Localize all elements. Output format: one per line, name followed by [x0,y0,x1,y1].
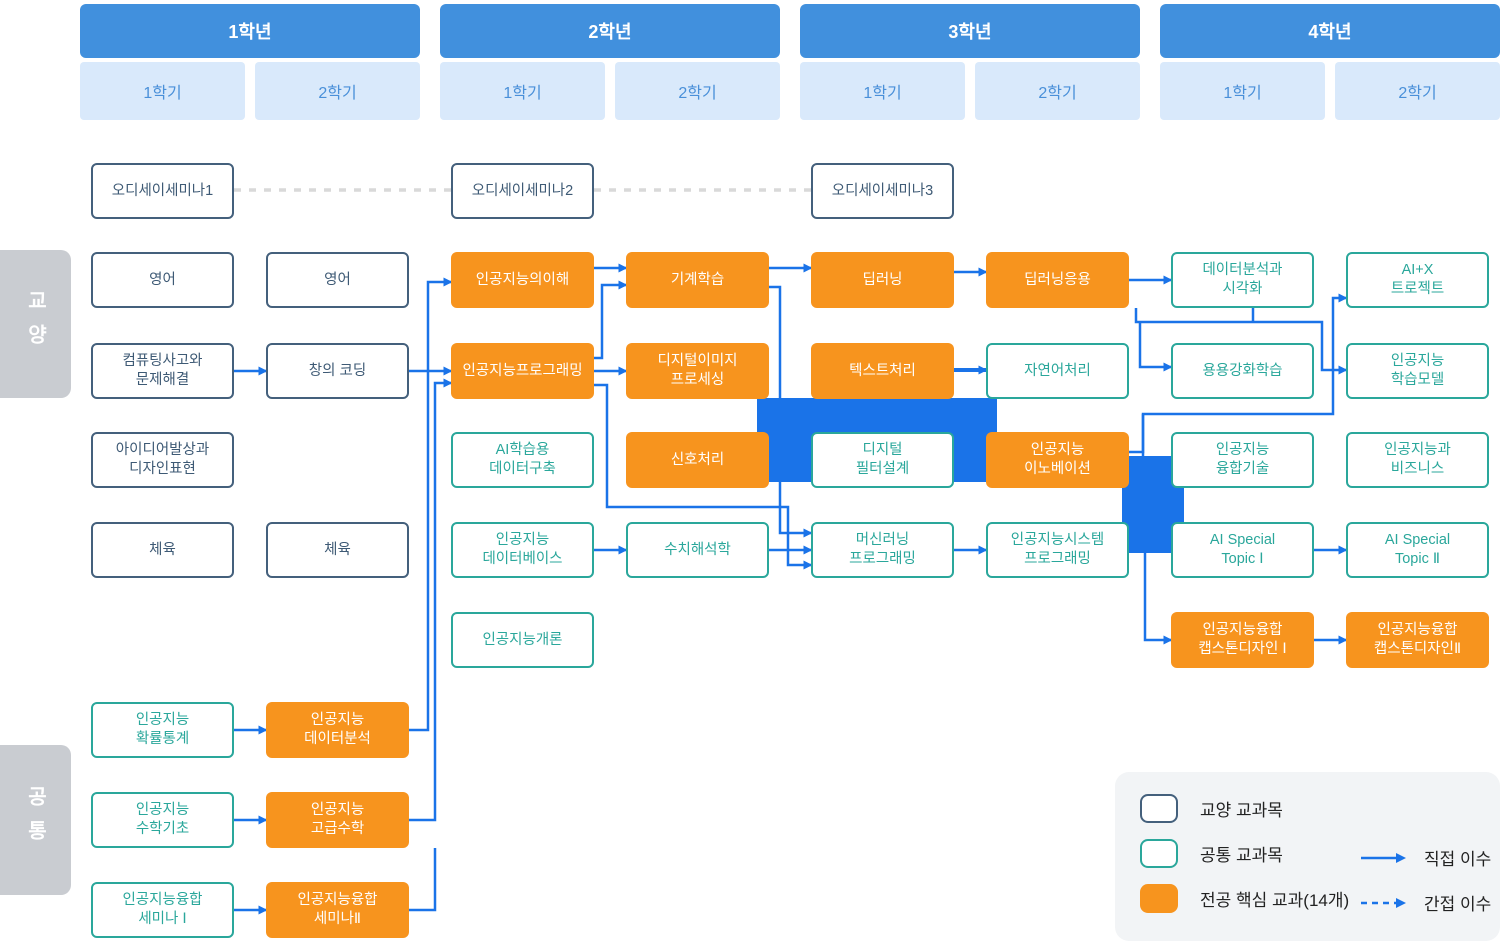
legend-item-major: 전공 핵심 교과(14개) [1140,884,1349,913]
course-signal-processing: 신호처리 [626,432,769,488]
course-text-processing: 텍스트처리 [811,343,954,399]
course-ml-programming: 머신러닝 프로그래밍 [811,522,954,578]
semester-cell: 2학기 [255,62,420,120]
edge-hub-a-to-ml-programming [778,482,813,538]
legend-item-direct: 직접 이수 [1360,845,1491,870]
course-applied-rl: 용용강화학습 [1171,343,1314,399]
legend-label-common: 공통 교과목 [1200,846,1283,865]
course-data-viz: 데이터분석과 시각화 [1171,252,1314,308]
edge-hub-b-to-capstone-1 [1143,553,1173,645]
year-title: 4학년 [1160,4,1500,58]
course-numerical-analysis: 수치해석학 [626,522,769,578]
course-ai-training-data: AI학습용 데이터구축 [451,432,594,488]
course-aix-project: AI+X 트로젝트 [1346,252,1489,308]
semester-cell: 1학기 [800,62,965,120]
semester-cell: 2학기 [1335,62,1500,120]
legend-panel: 교양 교과목 공통 교과목 전공 핵심 교과(14개) 직접 이수 간접 이수 [1115,772,1500,941]
edge-ai-programming-to-machine-learning [594,280,628,360]
direct-arrow-icon [1361,852,1406,863]
course-ai-seminar1: 인공지능융합 세미나 Ⅰ [91,882,234,938]
course-ai-adv-math: 인공지능 고급수학 [266,792,409,848]
course-pe1: 체육 [91,522,234,578]
course-machine-learning: 기계학습 [626,252,769,308]
course-intro-ai: 인공지능개론 [451,612,594,668]
course-ai-learning-model: 인공지능 학습모델 [1346,343,1489,399]
course-ai-fusion-tech: 인공지능 융합기술 [1171,432,1314,488]
semester-cell: 1학기 [1160,62,1325,120]
course-ai-business: 인공지능과 비즈니스 [1346,432,1489,488]
year-title: 1학년 [80,4,420,58]
semester-cell: 2학기 [975,62,1140,120]
legend-item-liberal: 교양 교과목 [1140,794,1283,823]
course-ai-prob-stat: 인공지능 확률통계 [91,702,234,758]
legend-item-indirect: 간접 이수 [1360,890,1491,915]
course-deep-learning: 딥러닝 [811,252,954,308]
course-deep-learning-app: 딥러닝응용 [986,252,1129,308]
legend-label-indirect: 간접 이수 [1424,895,1492,914]
course-ai-database: 인공지능 데이터베이스 [451,522,594,578]
legend-label-direct: 직접 이수 [1424,850,1492,869]
legend-label-major: 전공 핵심 교과(14개) [1200,891,1350,910]
side-label-liberal: 교양 [0,250,71,398]
course-special-topic-2: AI Special Topic Ⅱ [1346,522,1489,578]
semester-cell: 1학기 [440,62,605,120]
side-label-common-text: 공통 [24,786,46,854]
course-understanding-ai: 인공지능의이해 [451,252,594,308]
course-odyssey3: 오디세이세미나3 [811,163,954,219]
course-ai-system-programming: 인공지능시스템 프로그래밍 [986,522,1129,578]
course-capstone-1: 인공지능융합 캡스톤디자인 Ⅰ [1171,612,1314,668]
course-odyssey1: 오디세이세미나1 [91,163,234,219]
course-creative-coding: 창의 코딩 [266,343,409,399]
course-digital-image: 디지털이미지 프로세싱 [626,343,769,399]
course-capstone-2: 인공지능융합 캡스톤디자인Ⅱ [1346,612,1489,668]
common-swatch-icon [1140,839,1178,868]
year-title: 3학년 [800,4,1140,58]
indirect-arrow-icon [1361,897,1406,908]
side-label-liberal-text: 교양 [24,290,46,358]
edge-ai-seminar2-to-ai-programming [409,848,437,912]
course-ai-programming: 인공지능프로그래밍 [451,343,594,399]
legend-item-common: 공통 교과목 [1140,839,1283,868]
course-ai-innovation: 인공지능 이노베이션 [986,432,1129,488]
course-nlp: 자연어처리 [986,343,1129,399]
edge-ai-adv-math-to-ai-programming [409,378,453,822]
legend-label-liberal: 교양 교과목 [1200,801,1283,820]
edge-machine-learning-to-hub-a [769,285,782,398]
course-pe2: 체육 [266,522,409,578]
edge-ai-data-analysis-to-understanding-ai [409,277,453,732]
course-computing-thinking: 컴퓨팅사고와 문제해결 [91,343,234,399]
semester-cell: 2학기 [615,62,780,120]
liberal-swatch-icon [1140,794,1178,823]
course-english1: 영어 [91,252,234,308]
course-idea-design: 아이디어발상과 디자인표현 [91,432,234,488]
side-label-common: 공통 [0,745,71,895]
course-digital-filter: 디지털 필터설계 [811,432,954,488]
course-odyssey2: 오디세이세미나2 [451,163,594,219]
course-ai-data-analysis: 인공지능 데이터분석 [266,702,409,758]
course-ai-seminar2: 인공지능융합 세미나Ⅱ [266,882,409,938]
course-special-topic-1: AI Special Topic Ⅰ [1171,522,1314,578]
semester-cell: 1학기 [80,62,245,120]
course-english2: 영어 [266,252,409,308]
year-title: 2학년 [440,4,780,58]
edge-deep-learning-app-to-applied-rl [1138,322,1173,372]
course-ai-basic-math: 인공지능 수학기초 [91,792,234,848]
major-swatch-icon [1140,884,1178,913]
